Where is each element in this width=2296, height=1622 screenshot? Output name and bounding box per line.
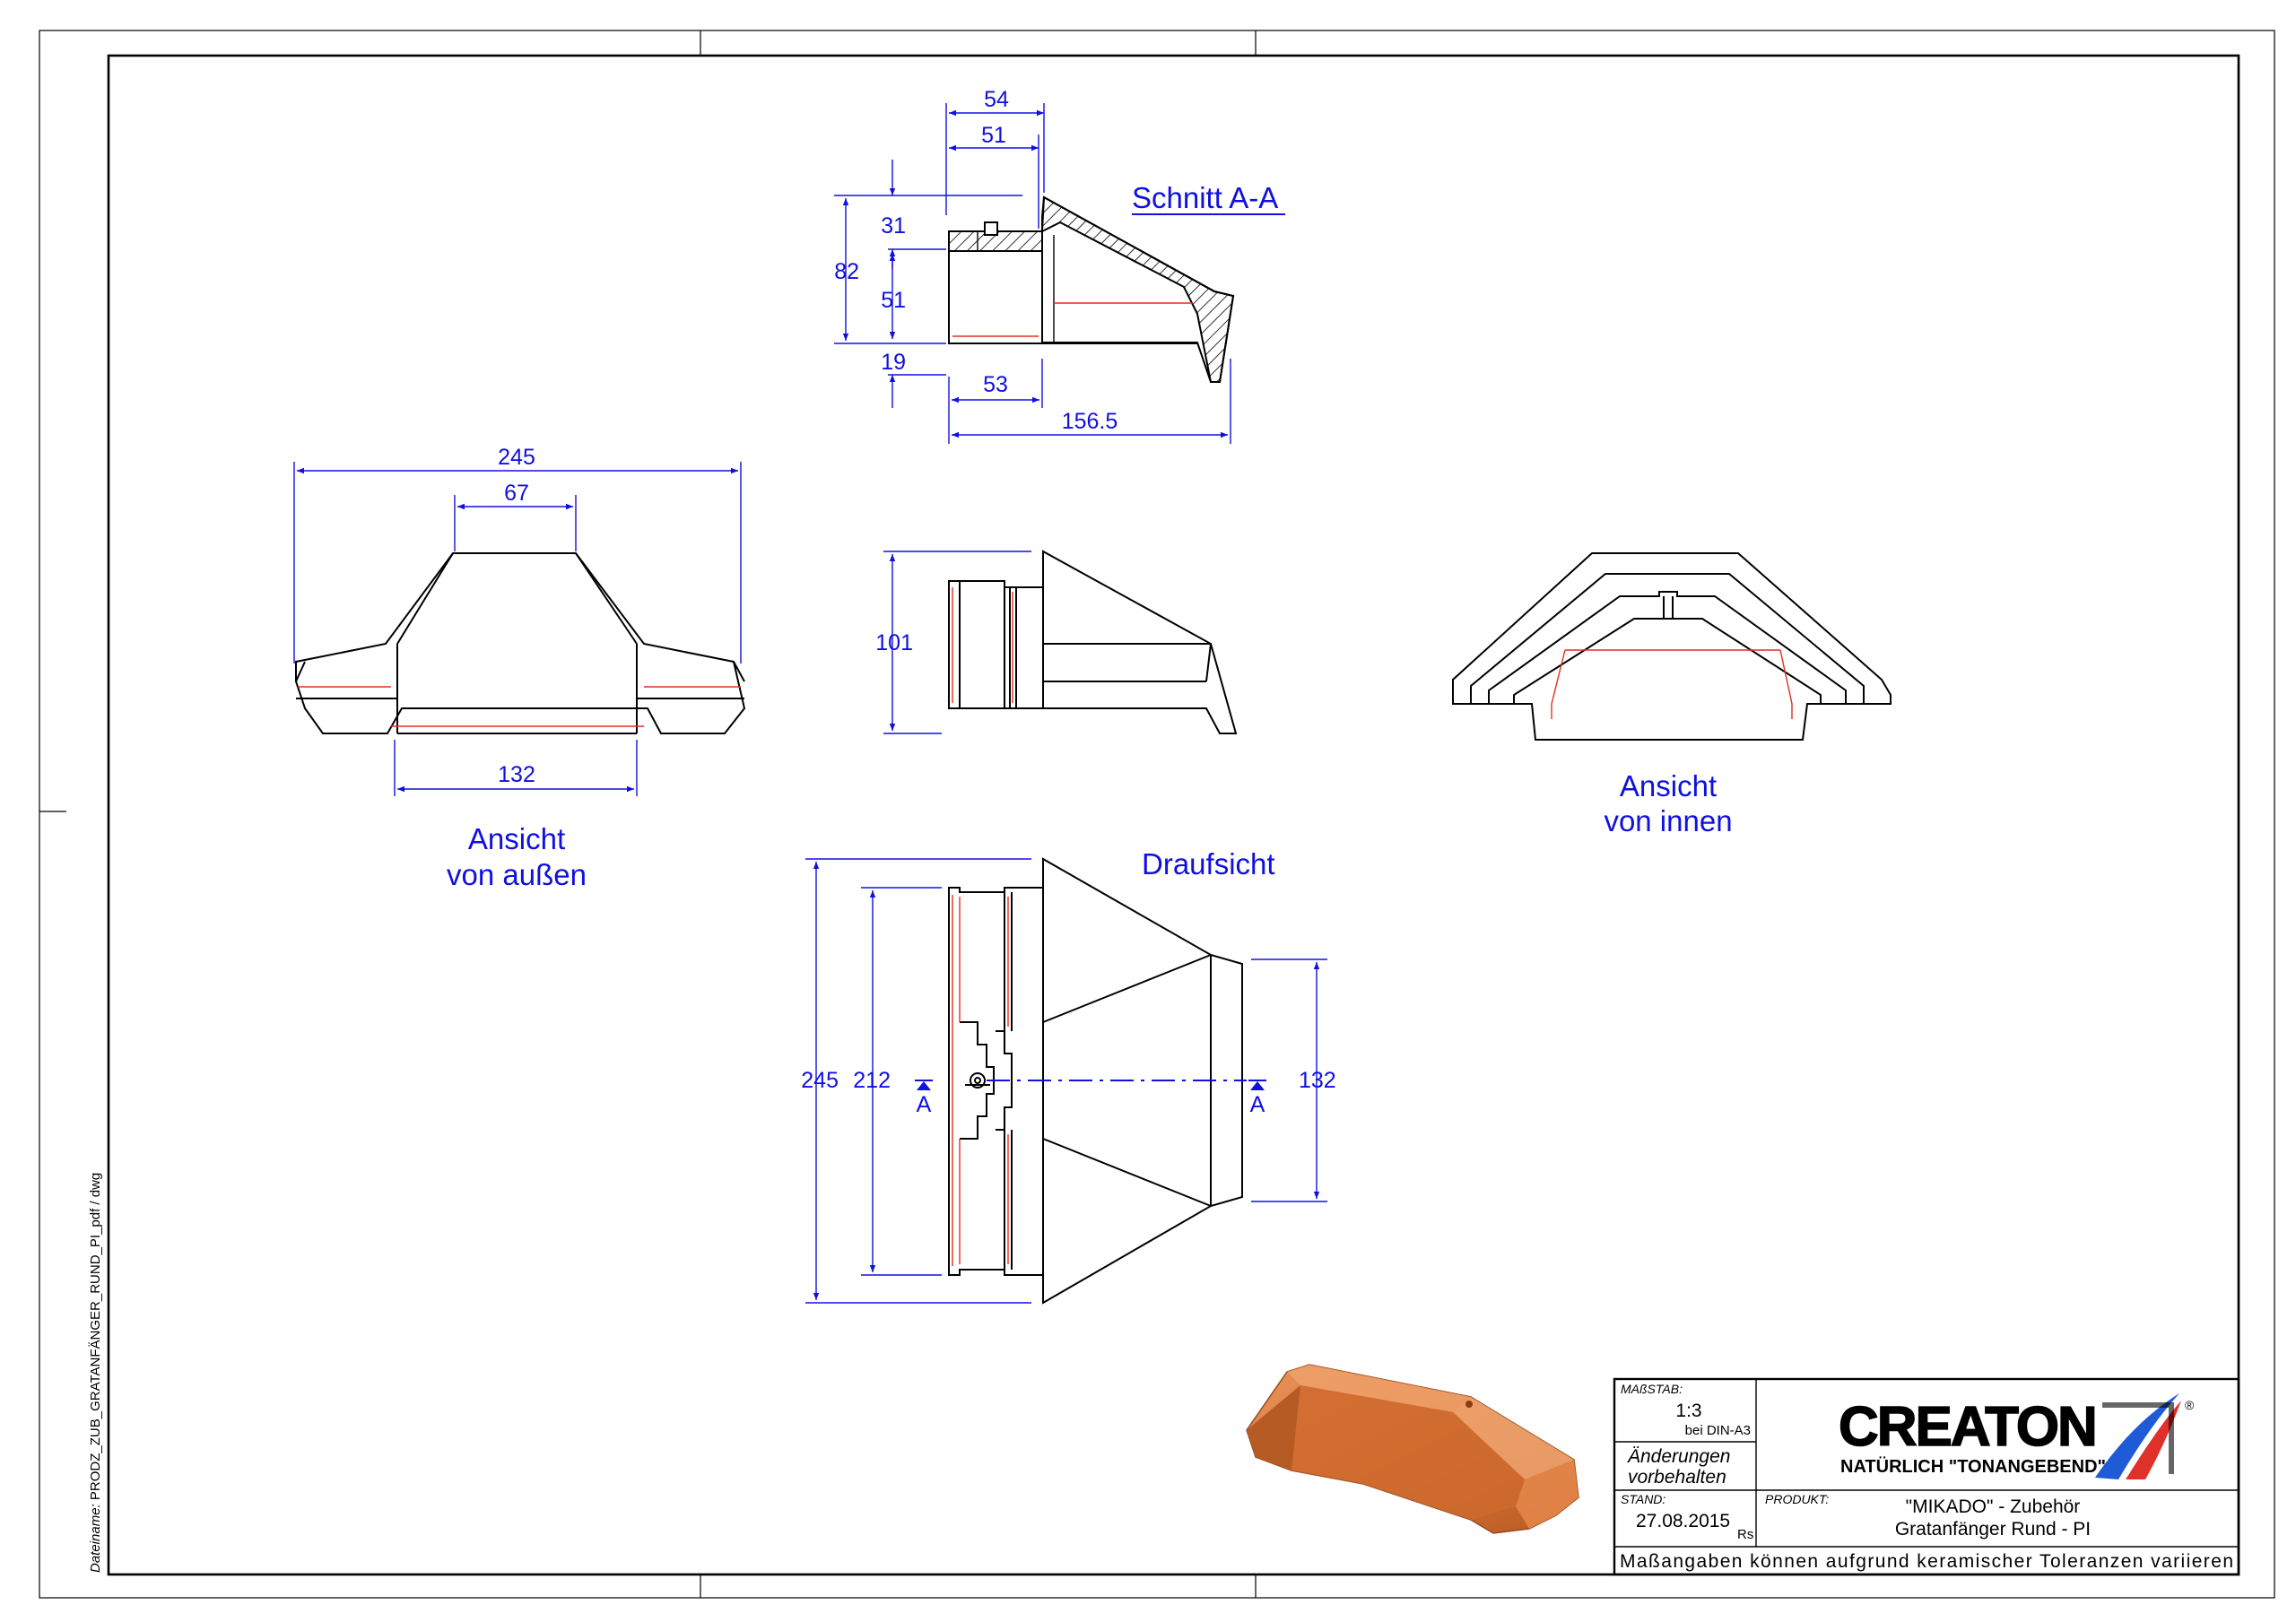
scale-label: MAßSTAB: <box>1621 1382 1683 1396</box>
top-dimension-labels: 245 212 132 <box>801 1068 1335 1093</box>
top-hidden-edges <box>952 895 1009 1266</box>
brand-swoosh-red-icon <box>2126 1401 2181 1479</box>
side-dimension-label: 101 <box>875 630 913 655</box>
tolerance-disclaimer: Maßangaben können aufgrund keramischer T… <box>1620 1551 2233 1572</box>
outside-dimensions <box>293 462 742 796</box>
section-mark-left: A <box>917 1081 932 1117</box>
section-mark-right: A <box>1250 1081 1265 1117</box>
product-name-line1: "MIKADO" - Zubehör <box>1906 1496 2081 1517</box>
top-dimensions <box>805 858 1327 1304</box>
outside-dimension-labels: 245 67 132 <box>498 445 535 787</box>
scale-value: 1:3 <box>1675 1401 1701 1421</box>
svg-text:CREATON: CREATON <box>1839 1396 2096 1458</box>
svg-text:132: 132 <box>1299 1068 1336 1093</box>
svg-text:132: 132 <box>498 762 535 787</box>
side-hidden-edges <box>952 587 1013 703</box>
sheet-frame <box>39 30 2275 1599</box>
changes-note-line2: vorbehalten <box>1628 1467 1726 1488</box>
svg-text:A: A <box>1250 1092 1265 1117</box>
svg-text:67: 67 <box>504 481 529 506</box>
date-label: STAND: <box>1621 1492 1665 1506</box>
outside-view-title-line1: Ansicht <box>468 822 565 855</box>
side-view <box>948 550 1238 734</box>
title-block <box>1613 1377 2240 1576</box>
section-dimension-labels: 54 51 31 82 51 19 53 156.5 <box>834 87 1118 434</box>
side-dimensions <box>883 551 1031 734</box>
brand-swoosh-icon <box>2095 1393 2179 1479</box>
outside-view <box>295 552 746 734</box>
svg-text:245: 245 <box>498 445 535 470</box>
outside-hidden-edges <box>298 686 741 727</box>
section-dimensions <box>834 103 1231 444</box>
svg-text:54: 54 <box>984 87 1009 112</box>
svg-text:Dateiname: PRODZ_ZUB_GRATANFÄN: Dateiname: PRODZ_ZUB_GRATANFÄNGER_RUND_P… <box>88 1173 103 1573</box>
outside-view-title-line2: von außen <box>447 858 587 891</box>
svg-text:156.5: 156.5 <box>1062 409 1118 434</box>
section-view <box>948 195 1235 383</box>
creaton-logo: CREATON NATÜRLICH "TONANGEBEND" ® <box>1838 1393 2195 1479</box>
svg-text:212: 212 <box>853 1068 891 1093</box>
top-view-title: Draufsicht <box>1142 847 1275 880</box>
product-name-line2: Gratanfänger Rund - PI <box>1895 1519 2091 1540</box>
section-view-title: Schnitt A-A <box>1132 181 1278 214</box>
scale-note: bei DIN-A3 <box>1685 1423 1751 1438</box>
product-render-image <box>1246 1364 1579 1534</box>
author-initials: Rs <box>1737 1527 1753 1542</box>
inside-view-title-line1: Ansicht <box>1620 769 1717 802</box>
date-value: 27.08.2015 <box>1636 1511 1730 1531</box>
inside-hidden-edges <box>1551 649 1793 719</box>
product-label: PRODUKT: <box>1765 1492 1829 1506</box>
changes-note-line1: Änderungen <box>1627 1446 1730 1467</box>
svg-text:53: 53 <box>983 372 1008 397</box>
svg-text:®: ® <box>2185 1398 2195 1412</box>
svg-text:19: 19 <box>881 350 906 375</box>
svg-text:245: 245 <box>801 1068 839 1093</box>
inside-view-title-line2: von innen <box>1604 804 1732 837</box>
svg-text:51: 51 <box>981 123 1006 148</box>
svg-text:A: A <box>917 1092 932 1117</box>
svg-text:NATÜRLICH "TONANGEBEND": NATÜRLICH "TONANGEBEND" <box>1840 1456 2106 1477</box>
svg-text:82: 82 <box>834 259 859 284</box>
filename-label: Dateiname: PRODZ_ZUB_GRATANFÄNGER_RUND_P… <box>88 1173 103 1573</box>
svg-text:51: 51 <box>881 288 906 313</box>
svg-text:31: 31 <box>881 213 906 239</box>
inside-view <box>1452 552 1892 741</box>
